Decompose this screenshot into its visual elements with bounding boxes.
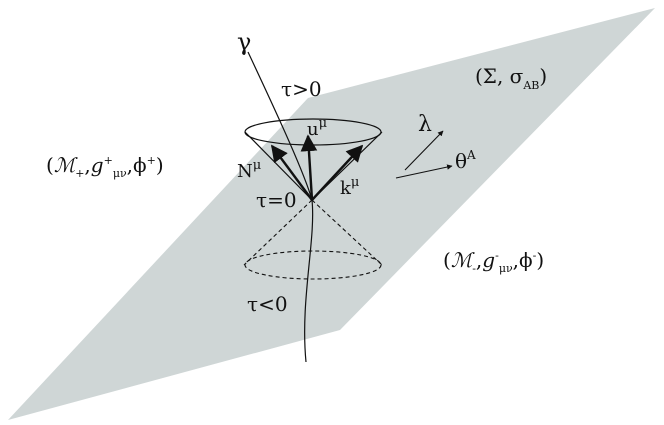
label-tau-positive: τ>0 [281, 77, 322, 101]
label-tau-negative: τ<0 [247, 292, 288, 316]
label-u: uμ [307, 116, 327, 140]
label-lambda: λ [418, 112, 432, 137]
past-cone-rim [244, 250, 382, 280]
label-gamma: γ [237, 28, 251, 56]
label-tau-zero: τ=0 [256, 188, 297, 212]
vector-u [300, 134, 318, 201]
lambda-arrow [404, 130, 444, 171]
vector-k [311, 144, 364, 201]
label-k: kμ [340, 175, 359, 199]
label-M-minus: (ℳ-,g-μν,ϕ-) [443, 248, 544, 275]
past-cone-left-edge [243, 199, 313, 266]
theta-arrow [395, 164, 453, 179]
label-theta: θA [455, 148, 476, 173]
vector-N [271, 144, 313, 201]
label-M-plus: (ℳ+,g+μν,ϕ+) [46, 153, 164, 180]
label-sigma: (Σ, σAB) [475, 64, 547, 92]
future-cone-left-edge [244, 131, 313, 201]
label-N: Nμ [237, 158, 261, 182]
past-cone-right-edge [311, 199, 383, 266]
null-hypersurface-plane [8, 8, 655, 420]
